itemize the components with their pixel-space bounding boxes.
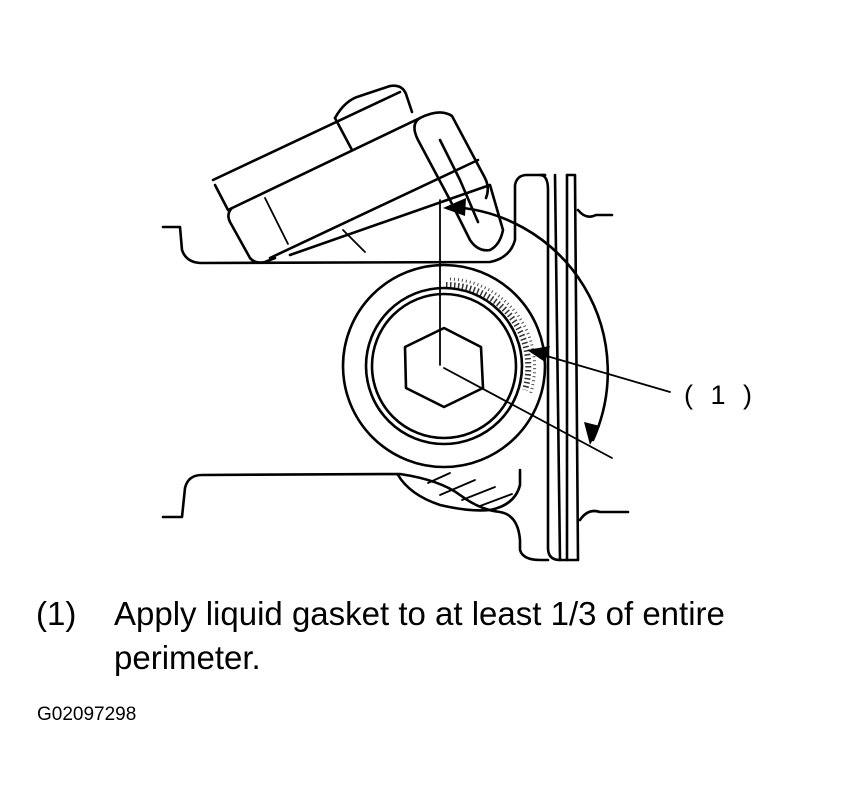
bracket-top bbox=[213, 111, 490, 212]
boss-outer-ring bbox=[341, 263, 547, 469]
bracket-body bbox=[227, 206, 277, 264]
bracket-lower bbox=[288, 183, 505, 257]
right-flange-outer bbox=[538, 173, 569, 562]
boss-hatch-3 bbox=[461, 486, 496, 501]
callout-leader bbox=[532, 351, 671, 393]
boss-hatch-1 bbox=[427, 472, 451, 484]
caption-number: (1) bbox=[36, 595, 77, 632]
housing-bottom-outline bbox=[161, 472, 550, 562]
right-stub-bottom bbox=[578, 509, 630, 522]
bracket-line-2 bbox=[342, 229, 366, 253]
arrowhead-icon-2 bbox=[584, 422, 600, 445]
bracket-stud bbox=[333, 84, 414, 120]
hex-bolt-icon bbox=[403, 326, 485, 409]
bracket-front bbox=[268, 158, 480, 260]
diagram-svg bbox=[161, 84, 671, 562]
housing-top-outline bbox=[161, 173, 547, 265]
bracket-line-1 bbox=[264, 197, 289, 245]
figure-code: G02097298 bbox=[37, 704, 137, 725]
bracket-top-edge bbox=[211, 90, 402, 182]
boss-hatch-2 bbox=[439, 479, 476, 496]
technical-diagram bbox=[161, 84, 671, 562]
gasket-band bbox=[445, 281, 532, 391]
right-flange-edge bbox=[553, 173, 562, 562]
plug-outer-ring bbox=[364, 286, 524, 446]
bottom-boss bbox=[396, 468, 522, 512]
boss-hatch-4 bbox=[479, 493, 513, 507]
angle-arc bbox=[450, 205, 610, 442]
right-stub-top bbox=[576, 208, 614, 218]
arrowhead-icon bbox=[443, 198, 466, 216]
centerline-diagonal bbox=[443, 367, 613, 459]
leader-arrowhead-icon bbox=[527, 346, 550, 362]
right-flange-inner bbox=[565, 173, 580, 562]
bracket-inner-face bbox=[413, 116, 492, 252]
bracket-stud-side bbox=[333, 116, 354, 152]
caption-text: Apply liquid gasket to at least 1/3 of e… bbox=[114, 595, 725, 676]
plug-inner-ring bbox=[370, 292, 518, 440]
callout-label: ( 1 ) bbox=[684, 380, 758, 410]
